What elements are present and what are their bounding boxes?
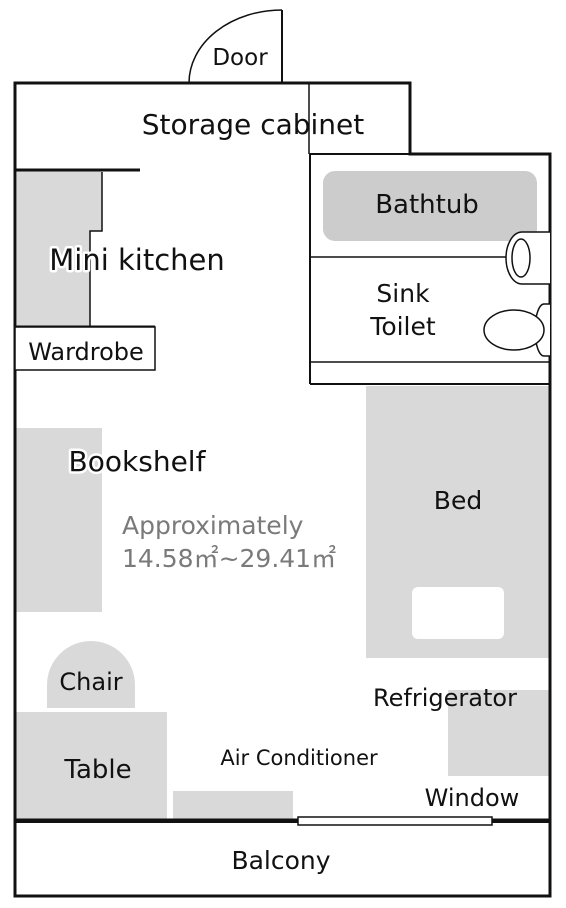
sink-label: Sink (376, 279, 430, 308)
kitchen-edge (89, 172, 103, 326)
area-prefix-label: Approximately (122, 511, 304, 540)
refrigerator-shape (448, 690, 549, 776)
window-frame (297, 816, 493, 826)
balcony-label: Balcony (231, 846, 330, 875)
wardrobe-box (14, 326, 156, 371)
window-label: Window (425, 784, 520, 812)
door-label: Door (212, 45, 268, 71)
air-conditioner-shape (173, 791, 293, 820)
bathtub-shape (323, 171, 537, 241)
storage-cabinet-label: Storage cabinet (142, 108, 365, 141)
kitchen-counter-strip (90, 171, 102, 231)
table-shape (16, 712, 167, 820)
bed-label: Bed (434, 486, 482, 515)
bed-pillow (412, 587, 504, 639)
bookshelf-shape (16, 428, 102, 612)
wardrobe-label: Wardrobe (28, 338, 144, 366)
air-conditioner-label: Air Conditioner (220, 746, 378, 770)
chair-label: Chair (59, 668, 122, 696)
sink-basin (511, 238, 531, 278)
door-swing (188, 9, 283, 84)
area-value-label: 14.58㎡~29.41㎡ (122, 544, 336, 573)
toilet-label: Toilet (369, 312, 436, 341)
mini-kitchen-label: Mini kitchen (49, 243, 225, 277)
table-label: Table (63, 755, 131, 785)
refrigerator-label: Refrigerator (373, 684, 517, 712)
kitchen-counter (17, 171, 90, 326)
toilet-bowl (483, 309, 545, 351)
bathtub-label: Bathtub (375, 190, 479, 220)
bookshelf-label: Bookshelf (69, 445, 207, 478)
chair-shape (47, 641, 135, 708)
